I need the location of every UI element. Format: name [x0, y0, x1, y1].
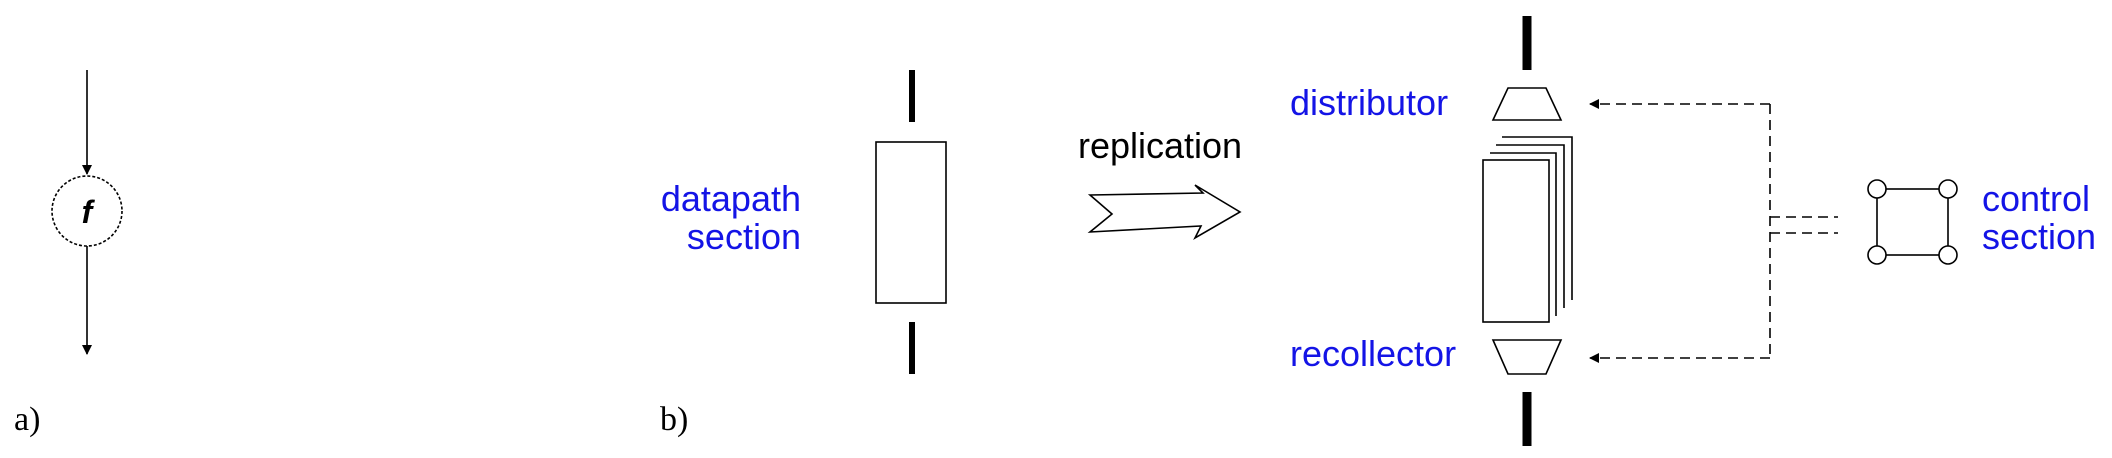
- distributor-shape: [1491, 87, 1563, 121]
- control-label-line1: control: [1982, 178, 2090, 219]
- datapath-label-line2: section: [687, 216, 801, 257]
- control-connections: [1589, 99, 1838, 363]
- control-node-bottom-right: [1938, 245, 1958, 265]
- datapath-box: [875, 141, 947, 304]
- replication-label: replication: [1078, 125, 1242, 166]
- recollector-shape: [1491, 339, 1563, 375]
- control-block: [1867, 179, 1958, 265]
- datapath-label-line1: datapath: [661, 178, 801, 219]
- function-node: [51, 175, 123, 247]
- control-node-bottom-left: [1867, 245, 1887, 265]
- distributor-label: distributor: [1290, 82, 1448, 123]
- replicated-datapath: [1482, 16, 1573, 446]
- control-node-top-left: [1867, 179, 1887, 199]
- stacked-datapath-copies: [1482, 136, 1573, 323]
- function-symbol: f: [82, 194, 96, 230]
- control-node-top-right: [1938, 179, 1958, 199]
- datapath-copy-back: [1502, 136, 1573, 300]
- panel-a-diagram: f: [51, 70, 123, 355]
- recollector-label: recollector: [1290, 333, 1456, 374]
- datapath-copy-near: [1490, 152, 1557, 316]
- panel-b-label: b): [660, 401, 688, 438]
- datapath-copy-front: [1482, 159, 1550, 323]
- replication-arrow: [1087, 184, 1242, 241]
- datapath-block: [875, 70, 947, 374]
- panel-a-label: a): [14, 401, 40, 438]
- datapath-copy-middle: [1496, 144, 1565, 308]
- control-box: [1876, 188, 1949, 256]
- control-label-line2: section: [1982, 216, 2096, 257]
